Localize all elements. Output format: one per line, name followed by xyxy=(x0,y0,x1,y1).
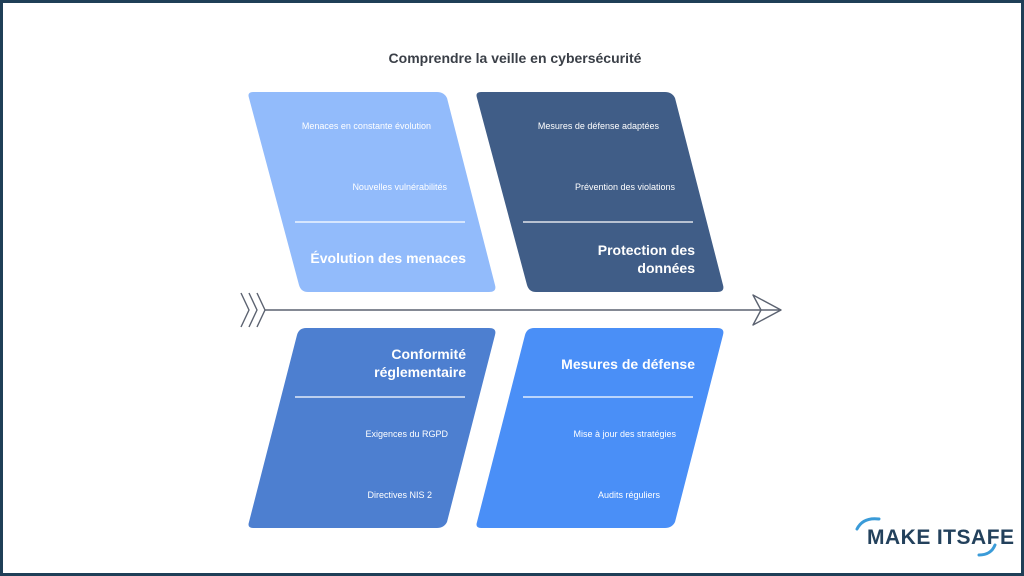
arrow-tail-chevron-3 xyxy=(256,292,266,328)
arrow-tail-chevron-1 xyxy=(240,292,250,328)
logo-text-it: IT xyxy=(936,526,957,549)
logo-swoosh-icon xyxy=(855,517,997,557)
arrow-head xyxy=(752,294,782,326)
panel-bottom-left-heading-line-2: réglementaire xyxy=(374,364,466,380)
panel-top-right-shape xyxy=(476,92,724,292)
panel-bottom-left-item-2: Directives NIS 2 xyxy=(367,490,432,500)
panel-top-right-heading-line-1: Protection des xyxy=(597,242,695,258)
fishbone-diagram xyxy=(240,92,782,528)
panel-top-left-shape xyxy=(248,92,496,292)
panel-top-left-item-2: Nouvelles vulnérabilités xyxy=(352,182,447,192)
panel-top-left-heading: Évolution des menaces xyxy=(310,250,466,266)
panel-bottom-right-heading: Mesures de défense xyxy=(561,356,695,372)
panel-top-left-item-1: Menaces en constante évolution xyxy=(301,121,431,131)
panel-bottom-right-item-1: Mise à jour des stratégies xyxy=(573,429,676,439)
panel-bottom-left-heading-line-1: Conformité xyxy=(391,346,466,362)
panel-bottom-left-heading: Conformité réglementaire xyxy=(374,345,466,381)
arrow-tail-chevron-2 xyxy=(248,292,258,328)
panel-bottom-left-shape xyxy=(248,328,496,528)
diagram-title: Comprendre la veille en cybersécurité xyxy=(388,50,642,66)
panel-top-right-heading: Protection des données xyxy=(598,241,695,277)
spine-arrow xyxy=(240,292,782,328)
panel-top-right-item-1: Mesures de défense adaptées xyxy=(537,121,659,131)
panel-bottom-left-item-1: Exigences du RGPD xyxy=(365,429,448,439)
panel-bottom-right-shape xyxy=(476,328,724,528)
logo-text-make: MAKE xyxy=(867,526,931,549)
panel-bottom-right-item-2: Audits réguliers xyxy=(597,490,660,500)
panel-top-right-heading-line-2: données xyxy=(637,260,695,276)
logo-text-safe: SAFE xyxy=(956,526,1015,549)
panel-top-right-item-2: Prévention des violations xyxy=(574,182,675,192)
